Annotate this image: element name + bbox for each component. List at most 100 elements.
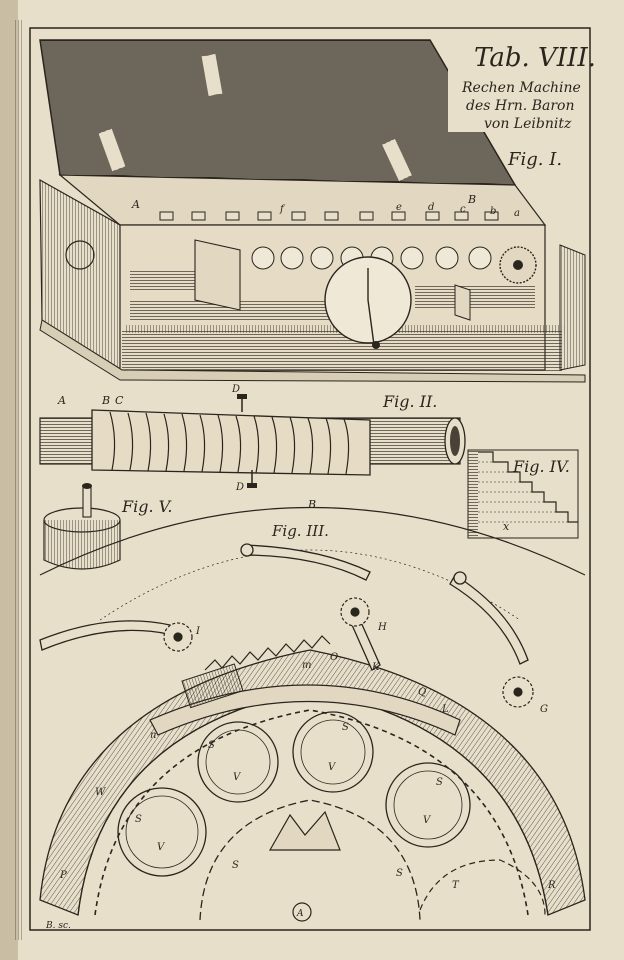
fig1-label-c: c [460,204,466,215]
plate-subtitle-3: von Leibnitz [484,116,572,132]
right-crank-hub [513,260,523,270]
fig2-label-B: B [101,394,110,407]
caption-fig-3: Fig. III. [271,522,329,540]
fig3-label-V-2: V [233,772,242,783]
fig3-label-A: A [296,909,304,919]
fig2-label-A: A [57,394,66,407]
outer-arc [39,507,586,576]
plate-title: Tab. VIII. [474,43,596,73]
figure-3-mechanism: B H I G Q O K L m n T R W P A S S S S S … [39,498,586,922]
fig1-label-f: f [279,204,286,215]
lower-gear-spoke [268,810,341,851]
fig3-label-O: O [330,652,338,663]
hub-A [292,902,312,922]
drum-cylinder [91,409,371,476]
figure-4-steps: x [467,449,579,539]
hatched-arm [181,663,244,709]
box-front-lower [122,330,562,372]
fig3-label-m: m [302,660,311,671]
engraver-signature: B. sc. [45,921,71,931]
fig3-label-S-4: S [436,777,443,788]
star-gears [163,597,534,708]
fig2-label-D-top: D [231,384,240,395]
caption-fig-1: Fig. I. [507,149,562,170]
fig3-label-V-4: V [423,815,432,826]
plate-subtitle-1: Rechen Machine [461,80,581,96]
dial-knob [372,341,380,349]
caption-fig-5: Fig. V. [121,497,172,516]
drum-ridges [109,411,350,475]
box-right-panel [559,244,586,371]
fig1-label-b: b [490,206,496,217]
drum-shaft-bore [450,426,460,456]
ratchet-teeth [204,635,331,671]
plate-subtitle-2: des Hrn. Baron [466,98,574,114]
box-plinth [39,319,586,383]
fig1-label-a: a [514,208,520,219]
lower-gear [199,799,421,921]
fig2-label-D-bottom: D [235,482,244,493]
fig3-label-W: W [95,787,106,798]
fig3-label-T: T [452,880,460,891]
fig1-label-e: e [396,202,402,213]
fig3-label-S-6: S [396,868,403,879]
drawer-t [194,239,241,311]
fig3-label-S-1: S [208,740,215,751]
fig3-label-R: R [547,880,556,891]
caption-fig-4: Fig. IV. [512,457,570,476]
steps-guide-lines [478,461,568,523]
v-wheel-4 [385,762,471,848]
fig3-label-P: P [59,870,67,881]
drawer-right [454,284,471,321]
cylinder-peg-cap [82,483,92,489]
caption-fig-2: Fig. II. [382,392,437,411]
fig1-label-d: d [428,202,434,213]
fig3-label-n: n [150,730,156,741]
inner-shelf-bottom [130,300,330,322]
fig3-label-I: I [195,626,201,637]
fig3-label-G: G [540,704,548,715]
v-wheel-1 [117,787,207,877]
fig1-label-B: B [467,193,476,206]
figure-1-machine: A B a b c d e f [39,39,586,383]
inner-shelf-left [130,270,200,290]
v-wheels [117,711,471,877]
fig3-label-Q: Q [418,687,426,698]
fig1-label-A: A [131,198,140,211]
v-wheel-2 [197,721,279,803]
fig3-label-S-2: S [135,814,142,825]
plate-border [29,27,591,931]
figure-2-drum: A B C D D [39,384,466,493]
inner-shelf-right [415,285,535,310]
top-knob-row [159,211,499,221]
fig3-label-S-5: S [232,860,239,871]
fig4-label-x: x [503,520,510,533]
fig3-label-S-3: S [342,722,349,733]
binding-shadow [0,0,18,960]
lid-hinge-2 [98,128,126,172]
fig3-label-K: K [371,662,380,673]
sliding-rack [149,684,461,736]
title-backdrop [448,34,588,132]
binding-edge [14,20,22,940]
steps-scale [468,450,478,538]
crank-circle [65,240,95,270]
inner-tooth-ring [94,709,529,916]
steps-profile [478,451,578,523]
right-bottom-gear [419,859,546,916]
drum-pin-bottom-cap [247,483,257,488]
fig3-label-B: B [307,498,316,511]
fig3-label-V-1: V [157,842,166,853]
v-wheel-3 [292,711,374,793]
figure-5-cylinder [43,483,121,570]
fig3-label-V-3: V [328,762,337,773]
cylinder-peg [82,484,92,518]
large-dial-pointer [367,299,375,346]
fig3-label-H: H [377,622,387,633]
cylinder-body [43,520,121,570]
lid-hinge-3 [382,138,412,182]
lid-hinge-1 [201,54,223,96]
fig3-label-L: L [441,704,449,715]
fig2-label-C: C [115,394,124,407]
